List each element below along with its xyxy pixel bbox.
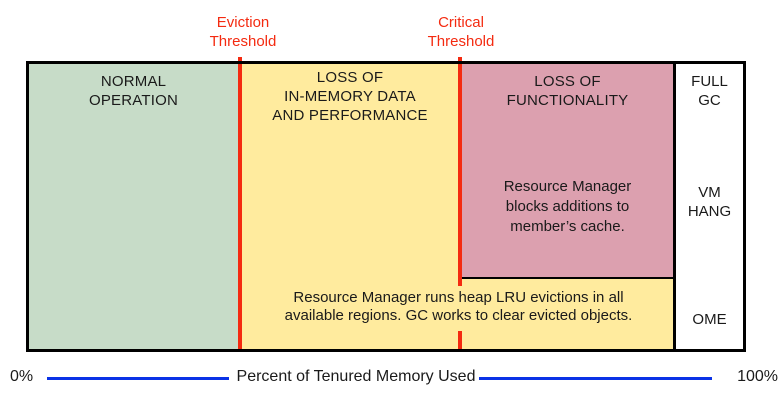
normal-operation-title: NORMAL OPERATION [88, 73, 179, 109]
axis-line-right [479, 377, 712, 380]
right-column [676, 64, 743, 349]
resource-manager-evictions-note: Resource Manager runs heap LRU evictions… [284, 289, 633, 324]
vm-hang-label: VM HANG [687, 184, 732, 220]
zone-loss-functionality [462, 64, 673, 279]
axis-line-left [47, 377, 229, 380]
critical-threshold-line [458, 57, 462, 286]
eviction-threshold-label: Eviction Threshold [209, 14, 277, 50]
right-column-divider [673, 64, 676, 349]
axis-min-label: 0% [10, 368, 34, 385]
critical-threshold-line-dash [458, 331, 462, 349]
critical-threshold-label: Critical Threshold [427, 14, 495, 50]
loss-in-memory-title: LOSS OF IN-MEMORY DATA AND PERFORMANCE [272, 69, 428, 124]
zone-normal-operation [29, 64, 238, 349]
loss-functionality-title: LOSS OF FUNCTIONALITY [506, 73, 629, 109]
eviction-threshold-line [238, 57, 242, 351]
ome-label: OME [692, 311, 727, 328]
resource-manager-blocks-note: Resource Manager blocks additions to mem… [503, 178, 632, 235]
axis-max-label: 100% [737, 368, 778, 385]
axis-title: Percent of Tenured Memory Used [236, 368, 476, 385]
full-gc-label: FULL GC [691, 73, 728, 109]
